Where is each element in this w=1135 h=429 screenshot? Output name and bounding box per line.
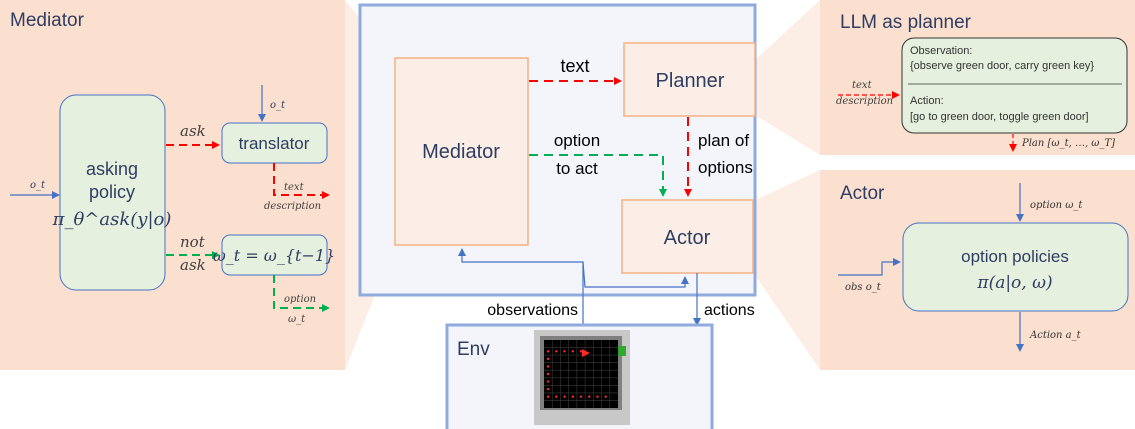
observation-heading: Observation: bbox=[910, 45, 972, 57]
not-ask-label-2: ask bbox=[180, 256, 206, 274]
omega-update-label: ω_t = ω_{t−1} bbox=[213, 246, 335, 265]
option-output-line2: ω_t bbox=[288, 314, 306, 325]
llm-text-description-line2: description bbox=[836, 96, 893, 107]
ask-label: ask bbox=[180, 122, 206, 140]
actor-box-label: Actor bbox=[664, 227, 711, 249]
asking-policy-box bbox=[59, 94, 166, 291]
policy-input-label: o_t bbox=[30, 180, 46, 191]
option-to-act-line2: to act bbox=[556, 159, 598, 178]
actor-box bbox=[621, 199, 754, 274]
obs-in-label: obs o_t bbox=[845, 282, 882, 293]
option-policies-formula: π(a|o, ω) bbox=[976, 273, 1052, 293]
translator-label: translator bbox=[239, 134, 310, 153]
translator-obs-label: o_t bbox=[270, 100, 286, 111]
observations-label: observations bbox=[487, 302, 578, 319]
text-description-line1: text bbox=[284, 182, 305, 193]
prompt-box bbox=[901, 37, 1128, 134]
option-policies-label: option policies bbox=[961, 247, 1069, 266]
action-out-label: Action a_t bbox=[1029, 330, 1082, 341]
mediator-panel-title: Mediator bbox=[10, 10, 85, 31]
llm-text-description-line1: text bbox=[852, 80, 873, 91]
plan-output-label: Plan [ω_t, …, ω_T] bbox=[1021, 138, 1115, 149]
env-title: Env bbox=[457, 339, 490, 360]
observations-to-actor-line bbox=[582, 261, 689, 288]
mediator-box-label: Mediator bbox=[422, 141, 500, 163]
llm-panel-title: LLM as planner bbox=[840, 12, 972, 33]
option-policies-box bbox=[902, 222, 1129, 312]
obs-in-arrow bbox=[838, 258, 901, 276]
actor-panel-title: Actor bbox=[840, 183, 885, 204]
option-in-label: option ω_t bbox=[1030, 200, 1083, 211]
observation-text: {observe green door, carry green key} bbox=[910, 60, 1094, 72]
asking-policy-line2: policy bbox=[89, 182, 135, 202]
option-output-line1: option bbox=[284, 294, 316, 305]
option-output-arrow bbox=[273, 275, 330, 312]
text-arrow-label: text bbox=[560, 56, 589, 76]
mediator-box bbox=[394, 57, 529, 246]
option-to-act-line1: option bbox=[554, 131, 600, 150]
asking-policy-line1: asking bbox=[86, 159, 138, 179]
planner-box bbox=[623, 42, 756, 117]
planner-box-label: Planner bbox=[656, 70, 725, 92]
zoom-projection-planner bbox=[755, 0, 820, 155]
zoom-projection-actor bbox=[755, 170, 820, 370]
actions-label: actions bbox=[704, 302, 755, 319]
gridworld-image bbox=[534, 330, 630, 425]
text-description-line2: description bbox=[264, 201, 321, 212]
plan-of-options-line2: options bbox=[698, 158, 753, 177]
not-ask-label-1: not bbox=[180, 233, 206, 251]
action-text: [go to green door, toggle green door] bbox=[910, 111, 1089, 123]
action-heading: Action: bbox=[910, 95, 944, 107]
plan-of-options-line1: plan of bbox=[698, 131, 749, 150]
observations-to-mediator-line bbox=[458, 248, 584, 330]
asking-policy-formula: π_θ^ask(y|o) bbox=[52, 209, 172, 230]
text-description-arrow bbox=[273, 163, 330, 199]
